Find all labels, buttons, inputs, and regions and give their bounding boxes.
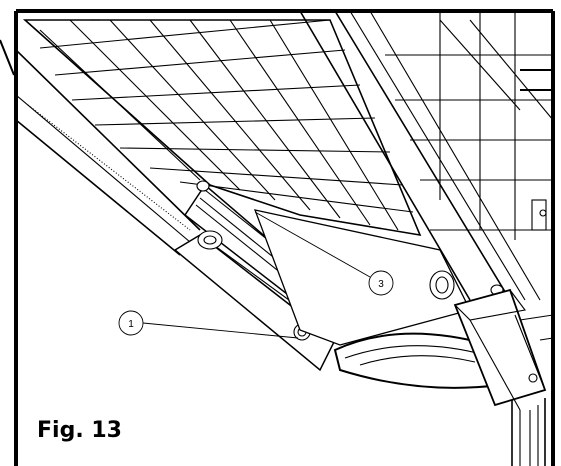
callout-3-leader: [254, 211, 371, 278]
callout-3-number: 3: [378, 279, 384, 290]
frame-tube-left: [16, 49, 201, 256]
callout-3: 3: [368, 270, 394, 296]
figure-border: [14, 9, 555, 466]
base-hub: [253, 209, 504, 389]
callout-1-number: 1: [128, 319, 134, 330]
frame-tube-right: [299, 11, 541, 301]
upright-post: [453, 288, 553, 466]
callout-1-leader: [142, 322, 299, 339]
wire-mesh-panel: [22, 19, 422, 237]
figure-caption: Fig. 13: [37, 418, 122, 443]
callout-1: 1: [118, 310, 144, 336]
leader-line-top: [0, 39, 15, 76]
back-wire-panel: [385, 11, 553, 240]
